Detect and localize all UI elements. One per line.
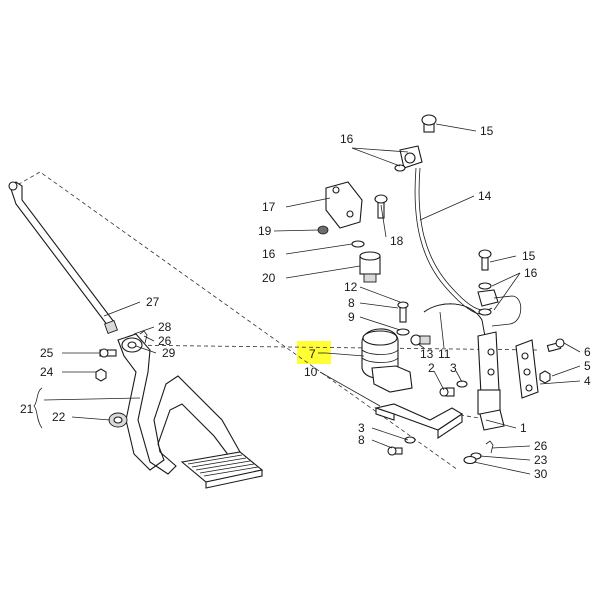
callout-26-right: 26 [534, 439, 548, 453]
callout-23: 23 [534, 453, 548, 467]
highlight-part-7 [297, 341, 331, 364]
callout-11: 11 [438, 347, 451, 361]
callout-8-bottom: 8 [358, 433, 365, 447]
callout-16-mid: 16 [262, 247, 276, 261]
callout-17: 17 [262, 200, 276, 214]
pedal-assembly [8, 181, 264, 489]
callout-20: 20 [262, 271, 276, 285]
callout-12: 12 [344, 280, 358, 294]
callout-16-top: 16 [340, 132, 354, 146]
callout-16-right: 16 [524, 266, 538, 280]
callout-9: 9 [348, 310, 355, 324]
callout-1: 1 [520, 421, 527, 435]
callout-21: 21 [20, 402, 34, 416]
callout-22: 22 [52, 410, 66, 424]
callout-29: 29 [162, 346, 176, 360]
callout-2: 2 [428, 361, 435, 375]
callout-6: 6 [584, 345, 591, 359]
callout-5: 5 [584, 359, 591, 373]
leader-lines [43, 123, 581, 475]
callout-27: 27 [146, 295, 160, 309]
callout-4: 4 [584, 374, 591, 388]
callout-15-top: 15 [480, 124, 494, 138]
callout-24: 24 [40, 365, 54, 379]
callout-3-bottom: 3 [358, 421, 365, 435]
callout-labels: 27 28 26 29 25 24 21 22 15 16 17 14 18 1… [20, 124, 591, 481]
callout-15-right: 15 [522, 249, 536, 263]
callout-28: 28 [158, 320, 172, 334]
bracket-21 [33, 387, 43, 429]
callout-19: 19 [258, 224, 272, 238]
callout-26-left: 26 [158, 334, 172, 348]
callout-25: 25 [40, 346, 54, 360]
callout-30: 30 [534, 467, 548, 481]
assembly-dashed-lines [11, 171, 541, 471]
callout-10: 10 [304, 365, 318, 379]
callout-3-mid: 3 [450, 361, 457, 375]
callout-14: 14 [478, 189, 492, 203]
callout-8-top: 8 [348, 296, 355, 310]
hydraulic-assembly [317, 114, 565, 465]
callout-18: 18 [390, 234, 404, 248]
callout-7: 7 [309, 347, 316, 361]
callout-13: 13 [420, 347, 434, 361]
